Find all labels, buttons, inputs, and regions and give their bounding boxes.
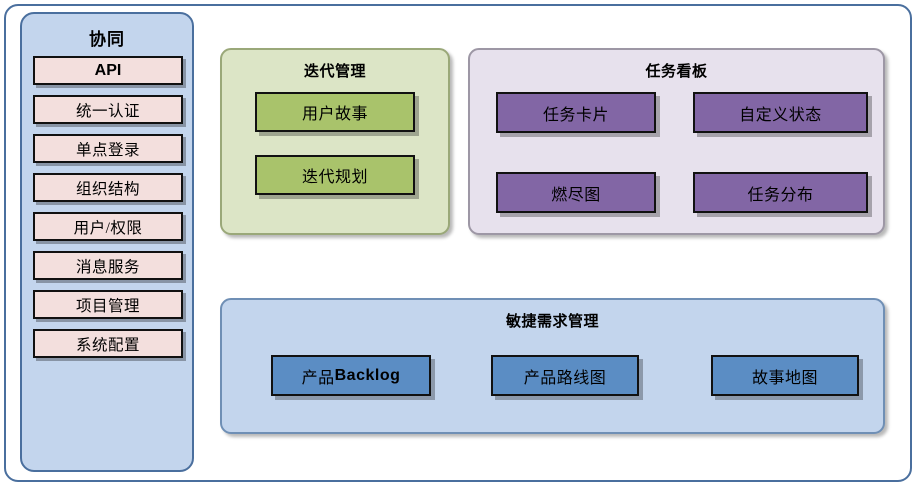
sidebar-item-user-permission[interactable]: 用户/权限: [33, 212, 183, 241]
node-burndown-chart[interactable]: 燃尽图: [496, 172, 656, 213]
sidebar-item-system-config[interactable]: 系统配置: [33, 329, 183, 358]
node-custom-status[interactable]: 自定义状态: [693, 92, 868, 133]
sidebar-item-project-management[interactable]: 项目管理: [33, 290, 183, 319]
sidebar-panel-collaboration: 协同 API 统一认证 单点登录 组织结构 用户/权限 消息服务 项目管理 系统…: [20, 12, 194, 472]
sidebar-item-single-sign-on[interactable]: 单点登录: [33, 134, 183, 163]
node-iteration-planning[interactable]: 迭代规划: [255, 155, 415, 195]
sidebar-item-unified-auth[interactable]: 统一认证: [33, 95, 183, 124]
sidebar-item-org-structure[interactable]: 组织结构: [33, 173, 183, 202]
node-product-backlog-prefix: 产品: [301, 369, 335, 387]
sidebar-item-message-service[interactable]: 消息服务: [33, 251, 183, 280]
group-title-iteration-management: 迭代管理: [303, 63, 366, 80]
group-panel-iteration-management: 迭代管理 用户故事 迭代规划: [220, 48, 450, 235]
node-product-backlog-suffix: Backlog: [334, 366, 401, 384]
node-user-story[interactable]: 用户故事: [255, 92, 415, 132]
sidebar-item-list: API 统一认证 单点登录 组织结构 用户/权限 消息服务 项目管理 系统配置: [33, 56, 183, 368]
group-title-agile-requirement-management: 敏捷需求管理: [505, 313, 599, 330]
node-task-card[interactable]: 任务卡片: [496, 92, 656, 133]
node-story-map[interactable]: 故事地图: [711, 355, 859, 396]
group-title-task-board: 任务看板: [645, 63, 708, 80]
node-product-roadmap[interactable]: 产品路线图: [491, 355, 639, 396]
node-task-distribution[interactable]: 任务分布: [693, 172, 868, 213]
sidebar-title: 协同: [89, 30, 125, 49]
sidebar-item-api[interactable]: API: [33, 56, 183, 85]
group-panel-task-board: 任务看板 任务卡片 自定义状态 燃尽图 任务分布: [468, 48, 885, 235]
